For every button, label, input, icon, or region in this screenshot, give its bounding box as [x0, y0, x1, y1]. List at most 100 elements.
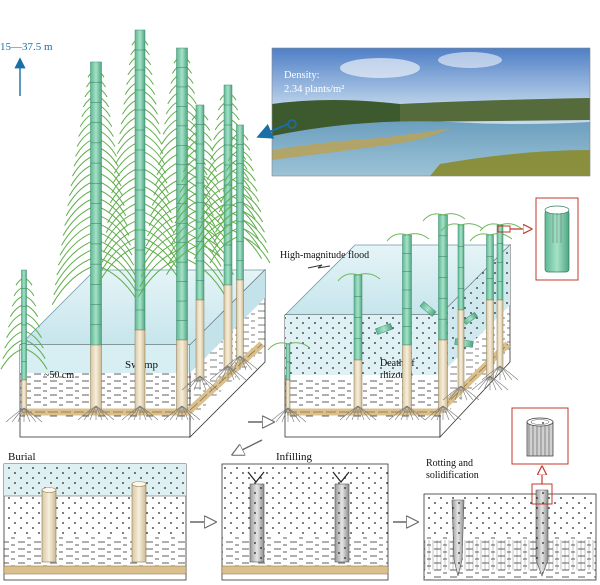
depth-label: ~50 cm — [44, 370, 74, 381]
root — [83, 405, 97, 421]
death-label-line1: Death of — [380, 358, 415, 369]
root — [442, 405, 462, 421]
infilling-label: Infilling — [276, 451, 313, 463]
root — [23, 407, 31, 423]
rotting-label-line1: Rotting and — [426, 458, 473, 469]
root — [193, 375, 201, 391]
stem-tan — [223, 284, 233, 371]
stem-fragment — [419, 301, 437, 317]
root — [95, 405, 115, 421]
cloud — [340, 58, 420, 78]
density-line2: 2.34 plants/m² — [284, 84, 344, 95]
root — [199, 375, 207, 391]
root — [215, 365, 229, 381]
root — [175, 405, 183, 421]
root — [139, 405, 147, 421]
stem-green — [486, 234, 494, 301]
root — [400, 405, 408, 421]
root — [23, 407, 43, 423]
root — [406, 405, 426, 421]
root — [483, 375, 491, 391]
root — [499, 365, 513, 381]
root — [239, 355, 247, 371]
root — [89, 405, 97, 421]
stem-green — [134, 29, 146, 331]
root — [481, 365, 501, 381]
zoom-green-stem — [497, 197, 579, 281]
infill-arrows — [332, 471, 350, 483]
root — [239, 355, 259, 371]
branch — [442, 213, 466, 220]
root — [163, 405, 183, 421]
rotting-label-line2: solidification — [426, 470, 479, 481]
swamp-water-front — [20, 345, 190, 373]
stem-fragment — [462, 311, 478, 325]
panel-burial: Burial — [3, 451, 187, 581]
root — [493, 365, 501, 381]
root — [227, 365, 235, 381]
death-label-line2: rhizome — [380, 370, 413, 381]
cloud — [438, 52, 502, 68]
root — [221, 355, 241, 371]
flood-sediment — [285, 315, 440, 375]
root — [406, 405, 414, 421]
pointer-arrow — [256, 123, 289, 139]
flood-arrow — [307, 264, 331, 269]
root — [442, 405, 450, 421]
root — [454, 385, 462, 401]
stem-tan — [90, 344, 102, 411]
root — [199, 375, 219, 391]
root — [139, 405, 159, 421]
branch — [479, 223, 501, 232]
root — [499, 365, 519, 381]
branch — [460, 223, 484, 230]
stem-fragment — [375, 323, 393, 335]
branch — [357, 273, 381, 280]
branch — [422, 213, 444, 222]
root — [394, 405, 408, 421]
root — [181, 405, 201, 421]
photo-bank — [272, 128, 450, 160]
root — [460, 385, 468, 401]
root — [227, 365, 247, 381]
branch — [440, 223, 462, 232]
root — [487, 365, 501, 381]
root — [5, 407, 25, 423]
root — [127, 405, 141, 421]
flood-label: High-magnitude flood — [280, 250, 369, 261]
root — [351, 405, 359, 421]
root — [499, 365, 507, 381]
stem-tan — [134, 329, 146, 411]
root — [275, 407, 289, 423]
root — [281, 407, 289, 423]
stem-tan — [402, 344, 412, 411]
branch — [499, 223, 523, 230]
branch — [287, 342, 311, 349]
root — [227, 355, 241, 371]
root — [345, 405, 359, 421]
branch — [267, 342, 289, 351]
lake-photo: Density: 2.34 plants/m² — [256, 47, 591, 177]
stem-tan — [486, 299, 494, 381]
infill-arrows — [247, 471, 265, 483]
root — [477, 375, 491, 391]
photo-forest-right — [400, 98, 590, 122]
density-line1: Density: — [284, 70, 320, 81]
panel-flood: Death of rhizome High-magnitude flood — [280, 244, 511, 439]
root — [187, 375, 201, 391]
height-scale: 15—37.5 m — [0, 41, 53, 96]
stage-arrows — [190, 422, 416, 522]
stems-layer — [0, 29, 523, 423]
root — [121, 405, 141, 421]
root — [287, 407, 307, 423]
root — [181, 405, 189, 421]
panel-infilling: Infilling — [221, 451, 389, 581]
root — [357, 405, 377, 421]
burial-label: Burial — [8, 451, 36, 463]
branch — [469, 233, 491, 242]
root — [233, 355, 241, 371]
root — [169, 405, 183, 421]
root — [221, 365, 229, 381]
root — [133, 405, 141, 421]
